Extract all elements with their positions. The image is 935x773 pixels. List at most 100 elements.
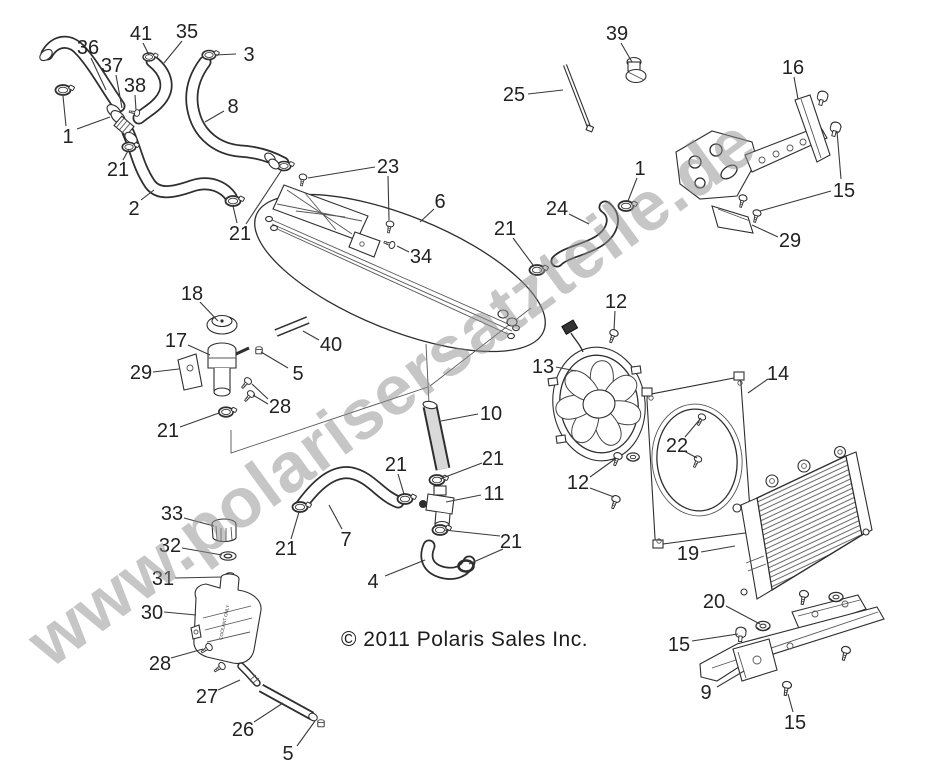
hose-36-open-end (39, 48, 53, 62)
leader-line (613, 310, 616, 331)
callout-label-17: 17 (165, 330, 187, 352)
callout-label-41: 41 (130, 23, 152, 45)
leader-line (183, 517, 215, 527)
mounting-plate (272, 184, 381, 258)
callout-label-35: 35 (176, 21, 198, 43)
leader-line (163, 611, 197, 616)
leader-line (568, 213, 590, 225)
callout-label-27: 27 (196, 686, 218, 708)
callout-label-33: 33 (161, 503, 183, 525)
callout-label-16: 16 (782, 57, 804, 79)
lower-mount-bracket (699, 589, 885, 697)
copyright-text: © 2011 Polaris Sales Inc. (341, 628, 588, 651)
clamp-icon (528, 263, 550, 276)
vent-hose-rod (563, 64, 595, 133)
upper-radiator-hoses (39, 35, 296, 207)
clamp-icon (276, 160, 296, 172)
bolt-icon (827, 120, 843, 139)
clamp-icon (431, 523, 453, 536)
leader-line (443, 529, 501, 537)
leader-line (328, 504, 343, 530)
callout-label-1: 1 (62, 126, 73, 148)
leader-line (725, 605, 761, 625)
radiator (732, 445, 873, 600)
callout-label-18: 18 (181, 283, 203, 305)
leader-line (397, 473, 405, 495)
leader-line (787, 693, 794, 713)
overflow-tube (274, 316, 310, 337)
leader-line (793, 76, 799, 100)
filler-neck-assembly (177, 314, 310, 418)
leader-line (76, 116, 111, 130)
callout-label-12: 12 (567, 472, 589, 494)
callout-label-8: 8 (227, 96, 238, 118)
leader-line (122, 148, 130, 161)
callout-label-5: 5 (282, 743, 293, 765)
leader-line (747, 378, 769, 394)
screw-icon (297, 172, 308, 187)
callout-label-21: 21 (275, 538, 297, 560)
leader-line (620, 42, 633, 63)
callout-label-28: 28 (149, 653, 171, 675)
callout-label-28: 28 (269, 396, 291, 418)
leader-line (589, 458, 616, 478)
callout-label-19: 19 (677, 543, 699, 565)
coolant-bottle-assembly: COOLANT ONLY (190, 518, 325, 728)
overflow-hose (258, 684, 318, 722)
leader-line (214, 53, 237, 56)
callout-label-25: 25 (503, 84, 525, 106)
leader-line (140, 189, 155, 201)
leader-line (252, 394, 269, 405)
screw-icon (211, 660, 228, 675)
leader-line (396, 245, 410, 253)
hose-junction-fitting (106, 104, 138, 145)
callout-label-32: 32 (159, 535, 181, 557)
inlet-port (264, 152, 280, 170)
callout-label-1: 1 (634, 158, 645, 180)
screw-icon (780, 680, 793, 697)
callout-label-37: 37 (101, 55, 123, 77)
callout-label-40: 40 (320, 334, 342, 356)
radiator-mount-tabs (765, 445, 847, 488)
callout-label-29: 29 (779, 230, 801, 252)
callout-label-9: 9 (700, 682, 711, 704)
cooling-fan (547, 319, 646, 511)
bypass-hose (528, 199, 639, 276)
leader-line (439, 462, 483, 480)
leader-line (445, 494, 482, 503)
leader-line (751, 224, 779, 238)
screw-icon (736, 193, 749, 209)
fan-wire (570, 332, 584, 353)
callout-label-21: 21 (157, 420, 179, 442)
leader-line (253, 702, 284, 723)
leader-line (589, 487, 615, 498)
screw-icon (608, 493, 622, 511)
leader-line (468, 548, 504, 565)
screw-icon (838, 644, 852, 662)
pressure-valve (625, 56, 647, 84)
leader-line (204, 110, 225, 123)
clamp-icon (54, 83, 76, 96)
callout-label-4: 4 (367, 571, 378, 593)
callout-label-14: 14 (767, 363, 789, 385)
screw-icon (384, 219, 395, 234)
callout-label-21: 21 (385, 454, 407, 476)
callout-label-26: 26 (232, 719, 254, 741)
leader-line (179, 412, 220, 428)
fan-shroud (641, 371, 757, 549)
clamp-icon (291, 500, 313, 513)
leader-line (199, 301, 219, 322)
callout-label-2: 2 (128, 198, 139, 220)
leader-line (759, 190, 832, 212)
bottle-cap (211, 518, 237, 543)
callout-label-7: 7 (340, 529, 351, 551)
callout-label-22: 22 (666, 435, 688, 457)
leader-line (232, 205, 238, 224)
screw-icon (382, 238, 397, 250)
leader-line (387, 175, 390, 221)
leader-line (152, 368, 180, 373)
callout-label-21: 21 (229, 223, 251, 245)
mid-hose-group (291, 400, 476, 580)
